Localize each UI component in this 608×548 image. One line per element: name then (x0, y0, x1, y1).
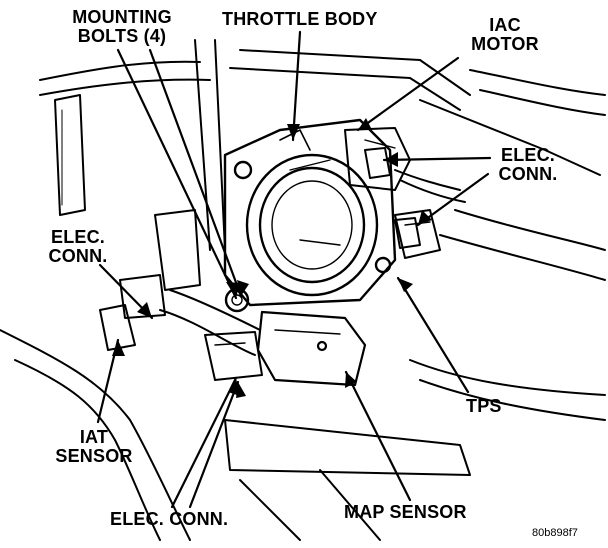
label-mounting-bolts: MOUNTING BOLTS (4) (52, 8, 192, 46)
label-elec-conn-right-line2: CONN. (498, 163, 558, 184)
label-mounting-bolts-line1: MOUNTING (72, 7, 172, 27)
label-elec-conn-left-line2: CONN. (48, 245, 108, 266)
engine-background (0, 39, 606, 541)
label-iat-sensor-line2: SENSOR (55, 445, 133, 466)
label-tps: TPS (466, 396, 502, 416)
label-map-sensor: MAP SENSOR (344, 502, 467, 522)
label-mounting-bolts-line2: BOLTS (4) (77, 25, 167, 46)
arrowheads (112, 118, 432, 398)
label-elec-conn-right: ELEC. CONN. (488, 146, 568, 184)
label-elec-conn-left-line1: ELEC. (50, 227, 105, 247)
throttle-body-illustration (223, 118, 397, 313)
iac-motor-illustration (344, 127, 466, 203)
label-throttle-body: THROTTLE BODY (222, 9, 378, 29)
label-iat-sensor: IAT SENSOR (44, 428, 144, 466)
figure-code: 80b898f7 (532, 527, 578, 539)
map-sensor-illustration (256, 310, 367, 387)
label-iac-motor-line2: MOTOR (471, 33, 539, 54)
label-iat-sensor-line1: IAT (79, 427, 109, 447)
label-elec-conn-right-line1: ELEC. (500, 145, 555, 165)
label-elec-conn-bottom: ELEC. CONN. (110, 509, 229, 529)
label-iac-motor-line1: IAC (489, 15, 521, 35)
leader-lines (96, 30, 492, 509)
tps-illustration (394, 209, 441, 259)
label-elec-conn-left: ELEC. CONN. (40, 228, 116, 266)
connectors-illustration (99, 147, 421, 381)
label-iac-motor: IAC MOTOR (460, 16, 550, 54)
